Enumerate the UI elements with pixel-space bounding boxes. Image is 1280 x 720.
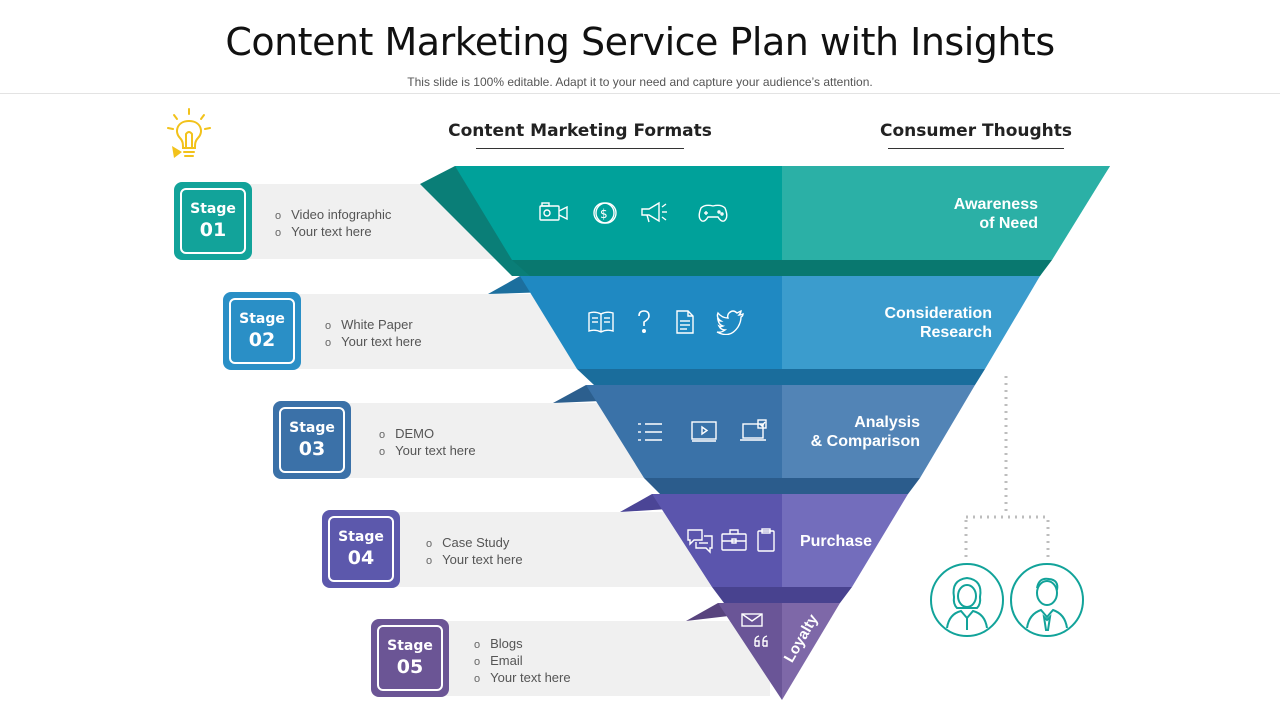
thoughts-heading: Consumer Thoughts (879, 121, 1073, 141)
stage-3-band (312, 403, 648, 478)
stage-3-left-face (586, 385, 782, 478)
stage-2-left-face (520, 276, 782, 369)
female-avatar-icon (929, 562, 1005, 643)
stage-1-bullets: Video infographic Your text here (275, 207, 391, 241)
video-player-icon (690, 420, 718, 449)
thought-line: of Need (979, 215, 1038, 232)
list-item: Case Study (426, 535, 523, 552)
thought-stage-4: Purchase (790, 532, 872, 551)
megaphone-icon (639, 200, 669, 231)
stage-3-bullets: DEMO Your text here (379, 426, 476, 460)
thought-stage-3: Analysis & Comparison (780, 413, 920, 451)
gamepad-icon (697, 202, 729, 229)
lightbulb-icon (164, 106, 214, 171)
dotted-connector (964, 376, 1050, 560)
stage-4-band (360, 512, 712, 587)
stage-5-bullets: Blogs Email Your text here (474, 636, 571, 687)
stage-4-bullets: Case Study Your text here (426, 535, 523, 569)
list-item: Your text here (379, 443, 475, 460)
stage-2-bottom-lip (577, 369, 985, 385)
video-camera-icon (539, 201, 569, 230)
list-item: Blogs (474, 636, 571, 653)
stage-2-right-face (782, 276, 1040, 369)
question-icon (635, 309, 653, 340)
list-item: Your text here (474, 670, 570, 687)
quote-icon (753, 634, 769, 653)
stage-1-label: Stage (190, 200, 236, 217)
twitter-icon (716, 309, 746, 340)
stage-4-label: Stage (338, 528, 384, 545)
stage-2-label: Stage (239, 310, 285, 327)
thought-line: & Comparison (810, 433, 920, 450)
list-item: White Paper (325, 317, 422, 334)
coin-icon: $ (592, 200, 618, 231)
header-divider (0, 93, 1280, 94)
formats-underline (476, 148, 684, 149)
thought-stage-2: Consideration Research (832, 304, 992, 342)
stage-5-number: 05 (396, 655, 424, 678)
list-item: Your text here (325, 334, 421, 351)
male-avatar-icon (1009, 562, 1085, 643)
page-title: Content Marketing Service Plan with Insi… (225, 20, 1055, 64)
thoughts-underline (888, 148, 1064, 149)
stage-5-band (410, 621, 770, 696)
svg-text:$: $ (600, 207, 608, 221)
list-item: Your text here (275, 224, 391, 241)
laptop-icon (739, 418, 769, 449)
stage-4-bottom-lip (712, 587, 852, 603)
list-icon (636, 420, 664, 449)
stage-3-bottom-lip (644, 478, 920, 494)
stage-5-left-face (718, 603, 782, 700)
page-subtitle: This slide is 100% editable. Adapt it to… (407, 75, 873, 89)
list-item: Email (474, 653, 571, 670)
thought-line: Consideration (884, 305, 992, 322)
list-item: DEMO (379, 426, 476, 443)
stage-1-number: 01 (199, 218, 227, 241)
stage-4-number: 04 (347, 546, 375, 569)
stage-2-bullets: White Paper Your text here (325, 317, 422, 351)
stage-2-number: 02 (248, 328, 276, 351)
briefcase-icon (720, 528, 748, 557)
stage-1-left-face (455, 166, 782, 260)
thought-line: Purchase (799, 533, 872, 550)
book-icon (588, 310, 614, 339)
thought-line: Awareness (953, 196, 1038, 213)
envelope-icon (741, 612, 763, 633)
stage-3-right-face (782, 385, 975, 478)
stage-5-label: Stage (387, 637, 433, 654)
thought-line: Research (919, 324, 992, 341)
thought-stage-1: Awareness of Need (880, 195, 1038, 233)
chat-icon (686, 528, 714, 559)
thought-line: Analysis (854, 414, 920, 431)
formats-heading: Content Marketing Formats (448, 121, 712, 141)
stage-4-right-face (782, 494, 908, 587)
stage-4-left-face (652, 494, 782, 587)
stage-5-right-face (782, 603, 840, 700)
stage-1-right-face (782, 166, 1110, 260)
list-item: Your text here (426, 552, 522, 569)
list-item: Video infographic (275, 207, 391, 224)
clipboard-icon (756, 527, 776, 558)
stage-3-label: Stage (289, 419, 335, 436)
stage-1-bottom-lip (512, 260, 1052, 276)
stage-3-number: 03 (298, 437, 326, 460)
document-icon (675, 309, 695, 340)
